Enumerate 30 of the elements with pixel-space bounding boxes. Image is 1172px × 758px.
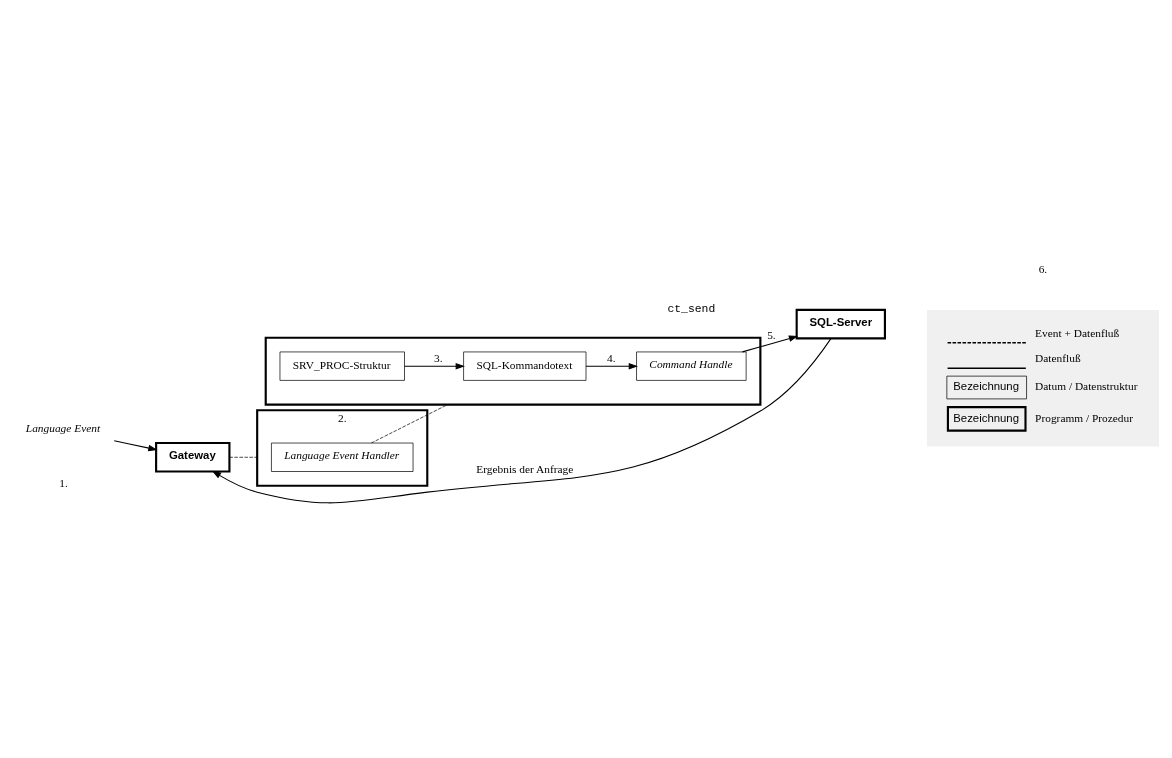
legend-label: Datenfluß — [1035, 351, 1081, 364]
connector — [371, 403, 449, 443]
label: ct_send — [667, 302, 716, 315]
edge-label: 3. — [434, 351, 443, 364]
node-label: 2. — [337, 411, 347, 424]
arrow — [404, 362, 465, 369]
connector — [229, 456, 258, 458]
cluster — [256, 408, 429, 487]
edge-label: Ergebnis der Anfrage — [476, 462, 574, 475]
arrow — [113, 439, 158, 451]
node-text: Language Event — [25, 421, 101, 434]
label: Bezeichnung — [953, 411, 1020, 424]
label: Bezeichnung — [953, 379, 1020, 392]
node-box: SQL-Kommandotext — [463, 351, 587, 381]
arrow — [585, 362, 638, 369]
arrow — [211, 337, 832, 503]
label: 6. — [1038, 262, 1048, 275]
arrow — [741, 335, 799, 352]
node-box: Command Handle — [636, 351, 747, 381]
node-box: Language Event Handler — [271, 442, 414, 472]
legend-label: Programm / Prozedur — [1035, 411, 1134, 424]
legend-label: Event + Datenfluß — [1035, 326, 1120, 339]
edge-label: 5. — [767, 328, 776, 341]
edge-label: 4. — [607, 351, 616, 364]
node-box: Gateway — [155, 441, 231, 473]
node-box: SQL-Server — [795, 308, 886, 339]
label: 1. — [59, 476, 68, 489]
cluster — [264, 336, 762, 406]
legend-label: Datum / Datenstruktur — [1035, 379, 1138, 392]
node-box: SRV_PROC-Struktur — [279, 351, 405, 381]
